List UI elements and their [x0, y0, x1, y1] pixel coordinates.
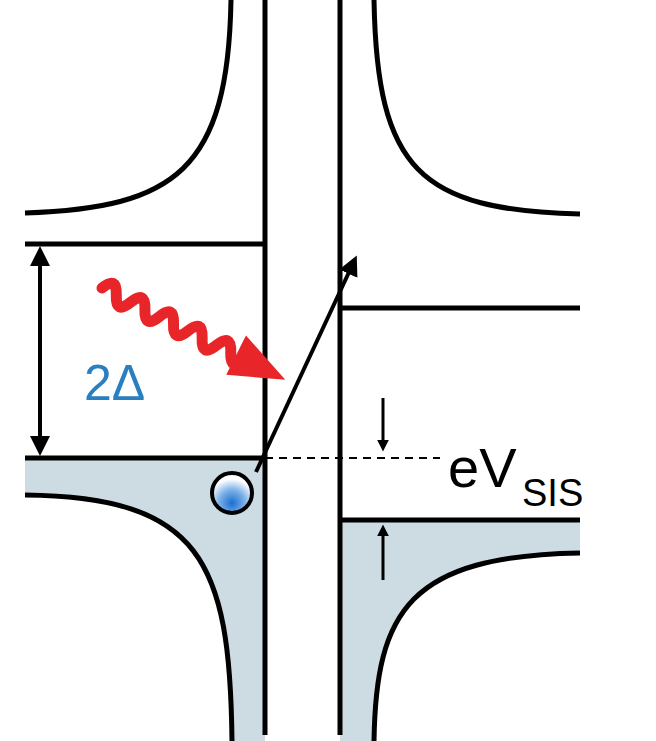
dos-curve	[374, 553, 580, 741]
gap-edge	[340, 306, 580, 311]
gap-edge	[25, 242, 265, 247]
gap-edge	[340, 518, 580, 523]
gap-edge	[25, 456, 265, 461]
fermi-level	[265, 457, 440, 459]
voltage-label: eV	[448, 440, 517, 496]
gap-arrow	[38, 262, 42, 440]
filled-states	[340, 520, 580, 741]
barrier-edge	[338, 0, 343, 735]
dos-curve	[25, 495, 232, 741]
voltage-arrow	[382, 534, 385, 580]
gap-label: 2Δ	[84, 358, 145, 408]
filled-states	[25, 458, 265, 741]
voltage-arrow	[382, 398, 385, 442]
dos-curve	[25, 0, 231, 213]
quasiparticle	[212, 473, 252, 513]
dos-curve	[374, 0, 580, 214]
voltage-subscript: SIS	[522, 474, 583, 512]
